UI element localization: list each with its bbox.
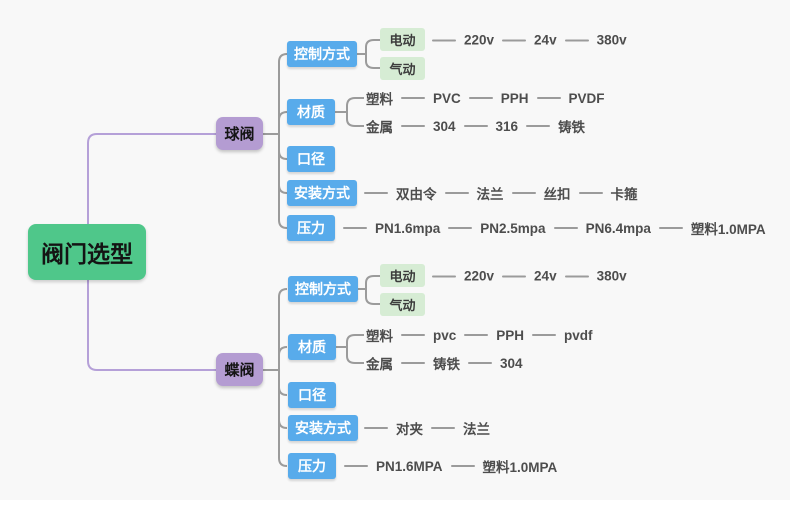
connector-line (401, 97, 425, 99)
canvas-bottom-edge (0, 500, 790, 506)
connector-line (344, 465, 368, 467)
leaf-node[interactable]: 220v (464, 268, 495, 284)
leaf-node[interactable]: 法兰 (463, 422, 490, 437)
connector-line (364, 192, 388, 194)
leaf-node[interactable]: 24v (534, 32, 557, 48)
leaf-node[interactable]: 380v (596, 32, 627, 48)
leaf-row-ball-pressure-options: PN1.6mpa PN2.5mpa PN6.4mpa 塑料1.0MPA (343, 218, 766, 238)
connector-line (468, 362, 492, 364)
leaf-node[interactable]: 丝扣 (543, 187, 571, 202)
leaf-row-butterfly-metal-materials: 金属 铸铁 304 (366, 353, 523, 373)
leaf-node[interactable]: 法兰 (476, 187, 504, 202)
leaf-box-butterfly-pneumatic[interactable]: 气动 (380, 293, 425, 316)
root-node-valve-selection[interactable]: 阀门选型 (28, 224, 146, 280)
leaf-node[interactable]: 双由令 (396, 187, 437, 202)
connector-line (526, 125, 551, 127)
category-butterfly-pressure[interactable]: 压力 (288, 453, 336, 479)
connector-line (464, 334, 489, 336)
leaf-node[interactable]: 铸铁 (558, 120, 586, 135)
category-butterfly-material[interactable]: 材质 (288, 334, 336, 360)
connector-line (463, 125, 488, 127)
leaf-node[interactable]: PN1.6MPA (376, 458, 443, 474)
connector-line (553, 227, 578, 229)
connector-line (658, 227, 683, 229)
leaf-box-ball-electric[interactable]: 电动 (380, 28, 425, 51)
leaf-node[interactable]: 塑料 (366, 329, 393, 344)
leaf-row-ball-voltages: 220v 24v 380v (432, 33, 627, 48)
leaf-node[interactable]: 塑料1.0MPA (690, 222, 766, 237)
leaf-node[interactable]: 304 (500, 355, 523, 371)
leaf-node[interactable]: pvc (433, 327, 457, 343)
leaf-row-butterfly-voltages: 220v 24v 380v (432, 269, 627, 284)
leaf-node[interactable]: PVC (433, 90, 461, 106)
connector-line (450, 465, 475, 467)
leaf-box-ball-pneumatic[interactable]: 气动 (380, 57, 425, 80)
connector-line (401, 362, 425, 364)
leaf-node[interactable]: 金属 (366, 357, 393, 372)
connector-line (444, 192, 469, 194)
leaf-node[interactable]: PN2.5mpa (480, 220, 546, 236)
leaf-node[interactable]: 316 (495, 118, 519, 134)
category-ball-diameter[interactable]: 口径 (287, 146, 335, 172)
category-ball-pressure[interactable]: 压力 (287, 215, 335, 241)
leaf-row-butterfly-install-options: 对夹 法兰 (364, 418, 490, 438)
connector-line (502, 39, 527, 41)
connector-line (401, 125, 425, 127)
connector-butterfly-valve-subtree (263, 275, 380, 467)
leaf-node[interactable]: pvdf (564, 327, 593, 343)
leaf-row-butterfly-plastic-materials: 塑料 pvc PPH pvdf (366, 325, 593, 345)
connector-line (364, 427, 388, 429)
leaf-node[interactable]: PPH (496, 327, 525, 343)
leaf-node[interactable]: 铸铁 (433, 357, 460, 372)
category-butterfly-install-method[interactable]: 安装方式 (288, 415, 358, 441)
connector-line (536, 97, 561, 99)
leaf-node[interactable]: PVDF (568, 90, 605, 106)
connector-line (564, 275, 589, 277)
connector-line (448, 227, 473, 229)
leaf-node[interactable]: 380v (596, 268, 627, 284)
leaf-row-butterfly-pressure-options: PN1.6MPA 塑料1.0MPA (344, 456, 557, 476)
leaf-node[interactable]: 220v (464, 32, 495, 48)
category-butterfly-control-method[interactable]: 控制方式 (288, 276, 358, 302)
leaf-row-ball-plastic-materials: 塑料 PVC PPH PVDF (366, 88, 605, 108)
leaf-node[interactable]: 金属 (366, 120, 393, 135)
leaf-node[interactable]: 塑料1.0MPA (482, 460, 558, 475)
category-ball-material[interactable]: 材质 (287, 99, 335, 125)
leaf-node[interactable]: PN1.6mpa (375, 220, 441, 236)
leaf-node[interactable]: 卡箍 (610, 187, 638, 202)
category-ball-install-method[interactable]: 安装方式 (287, 180, 357, 206)
branch-node-butterfly-valve[interactable]: 蝶阀 (216, 353, 263, 386)
connector-line (511, 192, 536, 194)
connector-line (564, 39, 589, 41)
leaf-box-butterfly-electric[interactable]: 电动 (380, 264, 425, 287)
connector-line (431, 427, 455, 429)
leaf-node[interactable]: PPH (500, 90, 529, 106)
leaf-node[interactable]: 304 (433, 118, 456, 134)
connector-line (468, 97, 493, 99)
connector-line (502, 275, 527, 277)
leaf-node[interactable]: 对夹 (396, 422, 423, 437)
connector-line (578, 192, 603, 194)
leaf-node[interactable]: 24v (534, 268, 557, 284)
connector-line (432, 39, 456, 41)
connector-line (532, 334, 557, 336)
leaf-node[interactable]: 塑料 (366, 92, 393, 107)
leaf-node[interactable]: PN6.4mpa (585, 220, 651, 236)
leaf-row-ball-install-options: 双由令 法兰 丝扣 卡箍 (364, 183, 638, 203)
connector-line (432, 275, 456, 277)
branch-node-ball-valve[interactable]: 球阀 (216, 117, 263, 150)
connector-line (343, 227, 367, 229)
category-butterfly-diameter[interactable]: 口径 (288, 382, 336, 408)
connector-ball-valve-subtree (263, 39, 380, 229)
connector-line (401, 334, 425, 336)
category-ball-control-method[interactable]: 控制方式 (287, 41, 357, 67)
leaf-row-ball-metal-materials: 金属 304 316 铸铁 (366, 116, 585, 136)
